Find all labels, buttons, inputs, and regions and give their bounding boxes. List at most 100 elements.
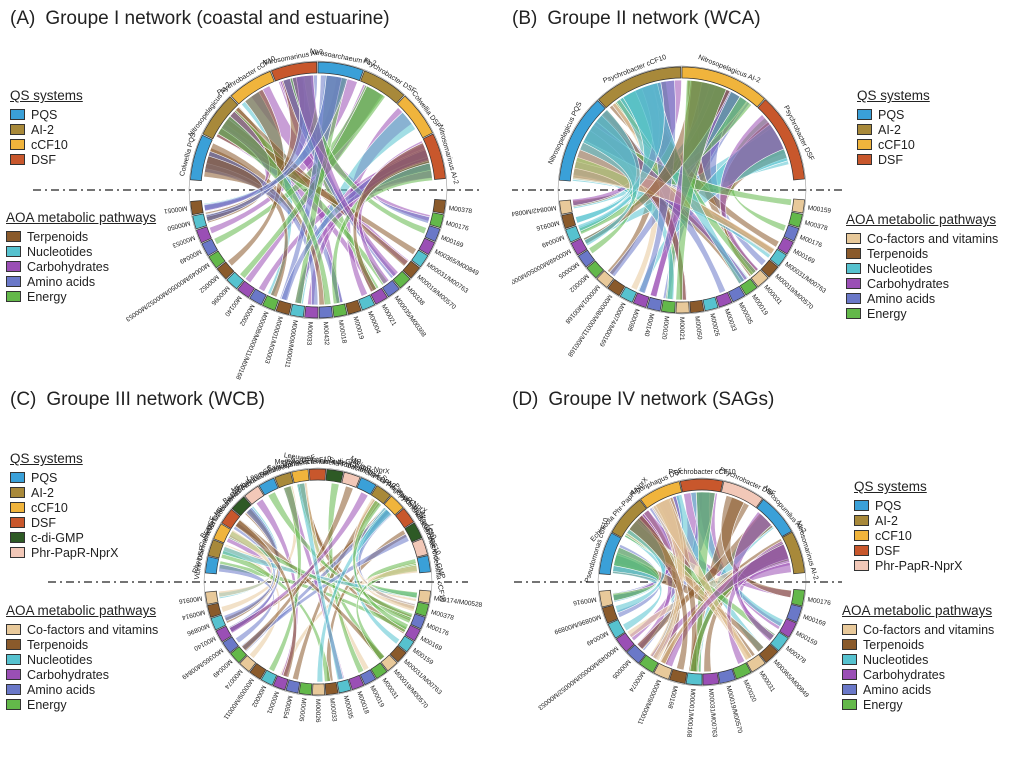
panel-label: (D) (512, 389, 539, 410)
aoa-label: M00049 (585, 629, 609, 646)
qs-segment (341, 471, 361, 488)
aoa-label: M00035 (737, 301, 754, 325)
legend-label: Nucleotides (27, 652, 93, 667)
legend-swatch (6, 669, 21, 680)
aoa-segment (607, 278, 626, 297)
qs-segment (231, 496, 252, 517)
legend-label: DSF (31, 152, 56, 167)
legend-swatch (10, 124, 25, 135)
legend-label: Amino acids (27, 274, 96, 289)
qs-legend-title: QS systems (10, 88, 83, 103)
qs-segment (679, 478, 724, 493)
aoa-label: M00018 (355, 691, 370, 716)
aoa-segment (190, 200, 204, 216)
aoa-label: M00049 (540, 233, 565, 248)
chord-ribbon (582, 109, 641, 247)
legend-swatch (846, 233, 861, 244)
legend-swatch (6, 654, 21, 665)
qs-segment (274, 471, 294, 489)
aoa-label: M00176 (445, 220, 470, 233)
chord-ribbon (331, 159, 433, 305)
panel-title: (D)Groupe IV network (SAGs) (512, 389, 774, 411)
legend-label: DSF (31, 515, 56, 530)
legend-label: PQS (878, 107, 905, 122)
legend-item: Terpenoids (846, 246, 998, 261)
panel-title-text: Groupe III network (WCB) (46, 389, 265, 410)
legend-label: PQS (875, 498, 902, 513)
aoa-label: M00008/M00011/M00168 (566, 293, 613, 358)
legend-label: Carbohydrates (27, 259, 109, 274)
aoa-label: M00031 (380, 677, 399, 701)
aoa-segment (417, 589, 432, 604)
legend-label: AI-2 (875, 513, 898, 528)
aoa-label: M00916 (572, 595, 597, 606)
aoa-segment (570, 238, 588, 256)
aoa-segment (201, 238, 219, 257)
chords (203, 74, 433, 306)
legend-swatch (10, 154, 25, 165)
aoa-segment (397, 635, 415, 653)
aoa-segment (769, 248, 787, 267)
legend-label: DSF (878, 152, 903, 167)
legend-swatch (854, 530, 869, 541)
aoa-segment (289, 303, 305, 318)
legend-label: Energy (863, 697, 903, 712)
qs-segment (291, 469, 310, 484)
aoa-label: M00001/M00168 (685, 688, 696, 738)
aoa-label: M00074 (223, 668, 244, 691)
aoa-label: M00005 (557, 260, 581, 280)
legend-label: c-di-GMP (31, 530, 84, 545)
aoa-segment (230, 646, 248, 664)
aoa-segment (632, 292, 650, 309)
aoa-label: M00031 (762, 284, 783, 307)
aoa-segment (432, 198, 446, 214)
legend-label: Amino acids (863, 682, 932, 697)
outer-ring (597, 477, 807, 687)
aoa-label: M00159 (807, 205, 832, 215)
aoa-label: M00019 (750, 293, 769, 317)
aoa-label: M00020 (741, 679, 757, 704)
aoa-label: M00019 (351, 316, 364, 341)
aoa-segment (345, 299, 362, 315)
aoa-label: M00050 (693, 316, 703, 341)
aoa-label: M00031/M00763 (707, 688, 718, 738)
aoa-segment (702, 672, 720, 686)
legend-swatch (6, 684, 21, 695)
aoa-label: M00021 (678, 317, 685, 341)
legend-label: Amino acids (27, 682, 96, 697)
chord-ribbon (203, 110, 271, 213)
legend-swatch (10, 487, 25, 498)
chord-ribbon (218, 563, 275, 644)
aoa-segment (739, 278, 758, 296)
aoa-segment (601, 604, 619, 624)
legend-label: Co-factors and vitamins (863, 622, 995, 637)
panel-d: (D)Groupe IV network (SAGs) Pseudomonas … (512, 389, 1024, 778)
aoa-label: M00009/M00011 (636, 678, 662, 725)
legend-swatch (10, 139, 25, 150)
aoa-label: M00021 (380, 303, 398, 327)
aoa-segment (304, 305, 319, 319)
legend-item: Nucleotides (846, 261, 998, 276)
chord-ribbon (628, 514, 689, 671)
aoa-label: M00896/M00899 (553, 613, 602, 635)
chord-ribbon (352, 499, 409, 631)
aoa-segment (786, 603, 803, 623)
chord-ribbon (366, 564, 418, 613)
qs-legend-title: QS systems (854, 479, 927, 494)
aoa-segment (596, 270, 615, 288)
legend-label: Terpenoids (27, 637, 89, 652)
legend-item: Energy (6, 289, 156, 304)
aoa-label: M00169 (419, 635, 443, 653)
aoa-segment (653, 662, 673, 680)
aoa-segment (619, 286, 638, 303)
aoa-segment (410, 613, 426, 630)
aoa-label: M00049/M00050/M00052/M00053 (536, 644, 619, 711)
legend-label: DSF (875, 543, 900, 558)
legend-item: Co-factors and vitamins (6, 622, 158, 637)
aoa-segment (669, 668, 688, 684)
aoa-label: M00896 (186, 621, 211, 636)
aoa-label: M00001 (265, 690, 280, 715)
